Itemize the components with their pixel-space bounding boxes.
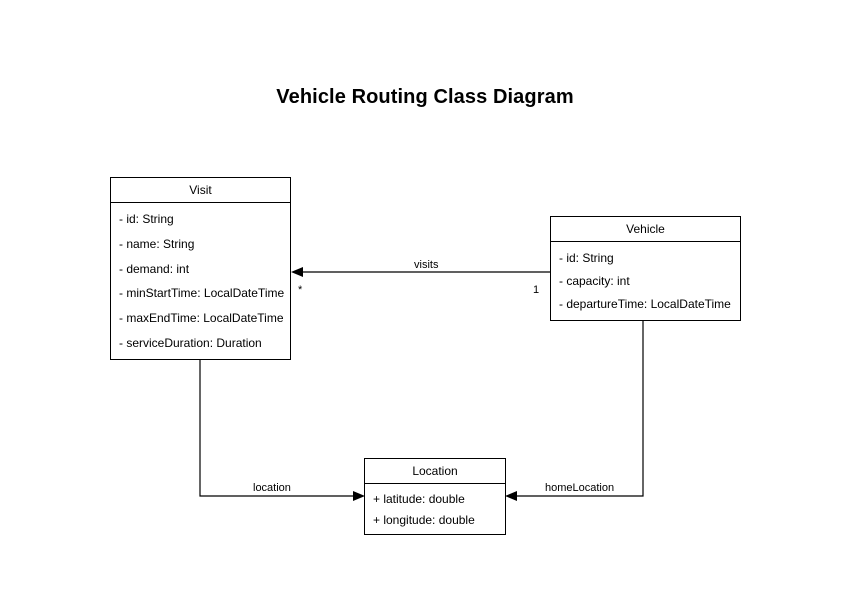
class-attribute: - departureTime: LocalDateTime bbox=[559, 297, 731, 312]
class-attribute: + longitude: double bbox=[373, 512, 475, 527]
multiplicity-visits-source: 1 bbox=[533, 284, 540, 296]
class-attribute: - minStartTime: LocalDateTime bbox=[119, 286, 285, 301]
class-attribute: - demand: int bbox=[119, 261, 190, 276]
edge-location bbox=[199, 360, 365, 501]
class-box-vehicle[interactable]: Vehicle - id: String - capacity: int - d… bbox=[550, 216, 741, 321]
class-attributes-visit: - id: String - name: String - demand: in… bbox=[111, 203, 290, 359]
class-attribute: - serviceDuration: Duration bbox=[119, 335, 262, 350]
class-attribute: - id: String bbox=[559, 250, 614, 265]
class-attribute: - capacity: int bbox=[559, 273, 630, 288]
class-name-vehicle: Vehicle bbox=[551, 217, 740, 242]
multiplicity-visits-target: * bbox=[298, 284, 303, 296]
page-title: Vehicle Routing Class Diagram bbox=[276, 86, 574, 108]
class-attribute: - maxEndTime: LocalDateTime bbox=[119, 310, 284, 325]
class-attribute: - id: String bbox=[119, 212, 174, 227]
class-box-location[interactable]: Location + latitude: double + longitude:… bbox=[364, 458, 506, 535]
class-attributes-location: + latitude: double + longitude: double bbox=[365, 484, 505, 534]
class-attribute: + latitude: double bbox=[373, 491, 465, 506]
class-attribute: - name: String bbox=[119, 236, 195, 251]
edge-home-location bbox=[505, 321, 644, 501]
edge-label-visits: visits bbox=[414, 259, 439, 271]
class-box-visit[interactable]: Visit - id: String - name: String - dema… bbox=[110, 177, 291, 360]
edge-label-location: location bbox=[253, 482, 291, 494]
class-name-visit: Visit bbox=[111, 178, 290, 203]
class-attributes-vehicle: - id: String - capacity: int - departure… bbox=[551, 242, 740, 320]
edge-label-home-location: homeLocation bbox=[545, 482, 615, 494]
class-name-location: Location bbox=[365, 459, 505, 484]
